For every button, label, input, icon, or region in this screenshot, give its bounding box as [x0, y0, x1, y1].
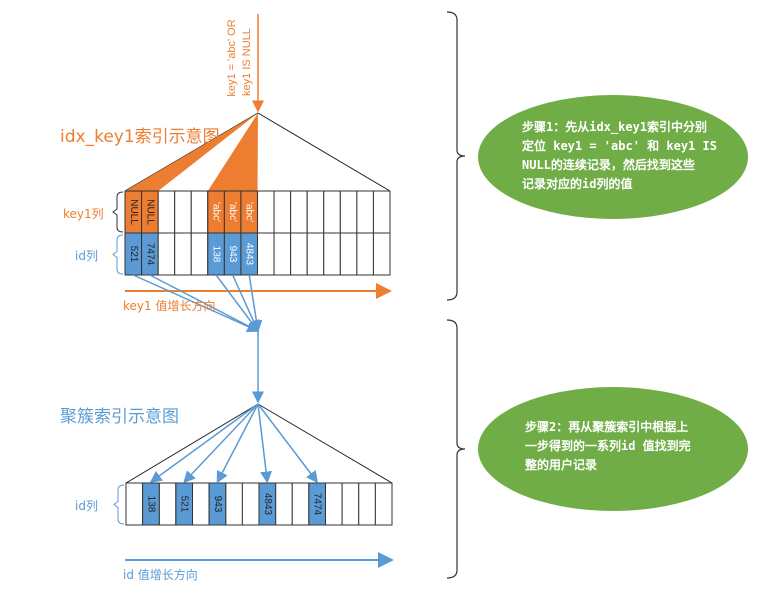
clustered-id-value-cell [142, 482, 160, 526]
clustered-id-value: 138 [145, 496, 156, 513]
clustered-id-cell [241, 482, 260, 526]
clustered-id-cell [358, 482, 376, 526]
clustered-id-value: 943 [212, 496, 223, 513]
step2-line: 整的用户记录 [525, 458, 598, 472]
clustered-lookup-arrow [257, 403, 319, 484]
query-condition-line1: key1 = 'abc' OR [226, 19, 238, 96]
clustered-id-cell [291, 482, 310, 526]
clustered-lookup-arrow [149, 403, 259, 483]
id-value: 138 [211, 246, 222, 263]
step1-bracket [446, 11, 466, 301]
id-cell [190, 232, 209, 276]
step2-line: 一步得到的一系列id 值找到完 [525, 439, 691, 453]
key1-value: 'abc' [244, 202, 255, 222]
clustered-id-value: 521 [179, 496, 190, 513]
tree-edge-right [257, 112, 391, 192]
step1-line: NULL的连续记录，然后找到这些 [522, 158, 695, 172]
key1-cell [323, 190, 341, 234]
key1-cell [257, 190, 275, 234]
clustered-id-cell [125, 482, 144, 526]
null-range-fan [125, 113, 258, 191]
step2-line: 步骤2：再从聚簇索引中根据上 [525, 420, 689, 434]
id-cell [356, 232, 374, 276]
step1-line: 定位 key1 = 'abc' 和 key1 IS [522, 139, 717, 153]
key1-axis-label: key1 值增长方向 [123, 299, 216, 313]
clustered-id-row-label: id列 [75, 499, 98, 513]
key1-cell [157, 190, 176, 234]
id-value: 521 [128, 246, 139, 263]
key1-value: NULL [144, 199, 155, 225]
clustered-id-cell [325, 482, 343, 526]
clustered-index-title: 聚簇索引示意图 [60, 407, 179, 427]
abc-range-fan [207, 113, 258, 191]
key1-cell [372, 190, 391, 234]
id-cell [339, 232, 358, 276]
key1-row-brace [112, 191, 124, 233]
key1-row-label: key1列 [63, 207, 104, 221]
key1-cell [174, 190, 192, 234]
id-cell [323, 232, 341, 276]
clustered-tree-edge-right [257, 403, 393, 484]
clustered-id-value: 4843 [262, 493, 273, 516]
lookup-line [248, 274, 263, 333]
clustered-id-cell [192, 482, 210, 526]
key1-cell [273, 190, 292, 234]
step1-line: 记录对应的id列的值 [522, 177, 633, 191]
key1-value: 'abc' [211, 202, 222, 222]
clustered-id-cell [275, 482, 293, 526]
step2-bracket [446, 319, 466, 579]
step2-text: 步骤2：再从聚簇索引中根据上 一步得到的一系列id 值找到完 整的用户记录 [525, 418, 691, 475]
clustered-tree-edge-left [125, 403, 259, 484]
id-row-brace [112, 234, 124, 275]
clustered-id-cell [374, 482, 393, 526]
key1-cell [339, 190, 358, 234]
id-value: 4843 [244, 243, 255, 266]
id-value: 7474 [144, 243, 155, 266]
step2-bubble [478, 387, 748, 511]
id-cell [257, 232, 275, 276]
clustered-lookup-arrow [216, 403, 259, 484]
query-condition-line2: key1 IS NULL [241, 28, 253, 96]
key1-cell [306, 190, 325, 234]
id-axis-label: id 值增长方向 [123, 568, 198, 582]
clustered-id-cell [225, 482, 243, 526]
clustered-id-cell [158, 482, 177, 526]
id-cell [273, 232, 292, 276]
clustered-id-cell [341, 482, 360, 526]
clustered-lookup-arrow [257, 403, 273, 484]
id-cell [372, 232, 391, 276]
id-cell [157, 232, 176, 276]
id-row-label: id列 [75, 249, 98, 263]
clustered-lookup-arrow [183, 403, 259, 484]
key1-value: 'abc' [227, 202, 238, 222]
key1-value: NULL [128, 199, 139, 225]
id-cell [306, 232, 325, 276]
key1-cell [356, 190, 374, 234]
clustered-id-value: 7474 [312, 493, 323, 516]
clustered-id-row-brace [113, 484, 125, 525]
lookup-line [132, 274, 260, 333]
step1-text: 步骤1：先从idx_key1索引中分别 定位 key1 = 'abc' 和 ke… [522, 118, 717, 194]
step1-bubble [478, 95, 748, 219]
id-cell [174, 232, 192, 276]
step1-line: 步骤1：先从idx_key1索引中分别 [522, 120, 708, 134]
id-cell [290, 232, 308, 276]
key1-cell [290, 190, 308, 234]
secondary-index-title: idx_key1索引示意图 [60, 127, 220, 147]
lookup-line [149, 274, 260, 332]
id-value: 943 [227, 246, 238, 263]
key1-cell [190, 190, 209, 234]
